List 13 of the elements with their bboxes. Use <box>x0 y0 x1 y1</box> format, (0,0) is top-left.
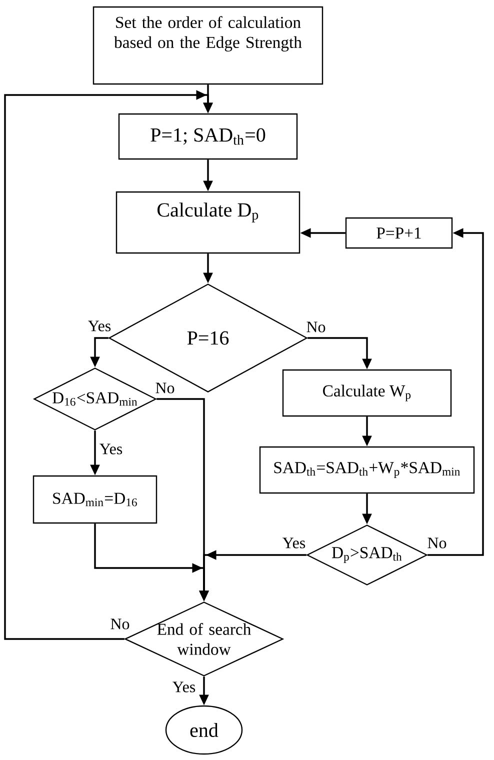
edge-label: Yes <box>171 680 197 694</box>
process-box: SAD$_{min}$=D$_{16}$ <box>32 475 158 524</box>
edge-label: Yes <box>281 536 307 550</box>
process-box: Calculate W$_{p}$ <box>282 369 452 417</box>
process-box: Set the order of calculation based on the Edge Strength <box>92 6 324 85</box>
process-box: SAD$_{th}$=SAD$_{th}$+W$_{p}$*SAD$_{min}$ <box>259 446 475 494</box>
process-box: P=P+1 <box>345 217 453 249</box>
process-box: P=1; SAD$_{th}$=0 <box>118 113 298 160</box>
arrow <box>4 90 213 640</box>
edge-label: Yes <box>98 442 124 456</box>
terminal-oval: end <box>165 705 243 755</box>
edge-label: No <box>426 536 448 550</box>
process-box: Calculate D$_{p}$ <box>116 191 300 254</box>
